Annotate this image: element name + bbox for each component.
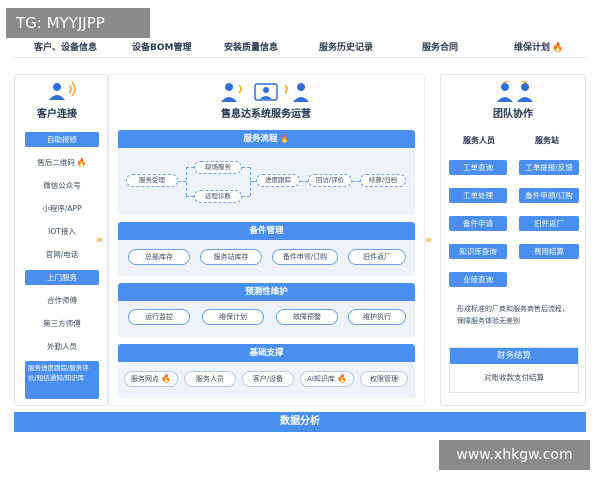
station-parts-return[interactable]: 旧件返厂: [519, 216, 579, 231]
topbar-item: 设备BOM管理: [132, 43, 192, 53]
right-col-title: 服务站: [535, 136, 559, 145]
flow-step-onsite[interactable]: 现场服务: [194, 161, 242, 174]
station-ticket-report[interactable]: 工单提报/反馈: [519, 160, 579, 175]
predict-execute[interactable]: 维护执行: [348, 309, 406, 325]
predict-monitoring[interactable]: 运行监控: [128, 309, 190, 325]
section-header: 备件管理: [118, 222, 415, 240]
topbar-item: 服务历史记录: [319, 43, 374, 53]
fire-icon: 🔥: [279, 134, 290, 143]
customer-connect-panel: 客户连接 自助报修 售后二维码🔥 微信公众号 小程序/APP IOT接入 官网/…: [14, 74, 108, 406]
flow-connector: [352, 181, 360, 182]
collaboration-icon: [221, 83, 309, 102]
topbar-item: 维保计划🔥: [514, 43, 564, 53]
predictive-maintenance-section: 预测性维护 运行监控 维保计划 故障预警 维护执行: [118, 283, 415, 337]
fire-icon: 🔥: [76, 158, 87, 167]
flow-step-tracking[interactable]: 进度跟踪: [256, 174, 300, 187]
watermark-top-left: TG: MYYJJPP: [6, 8, 150, 38]
topbar-item: 客户、设备信息: [34, 43, 98, 53]
predict-warning[interactable]: 故障预警: [276, 309, 338, 325]
staff-ticket-query[interactable]: 工单查询: [449, 160, 507, 175]
flow-step-settle[interactable]: 结算/归档: [360, 174, 406, 187]
left-item-onsite[interactable]: 上门服务: [25, 270, 99, 285]
left-item-miniapp[interactable]: 小程序/APP: [42, 204, 82, 213]
flow-connector: [186, 167, 194, 168]
parts-station-stock[interactable]: 服务站库存: [200, 249, 262, 265]
flow-step-review[interactable]: 回访/评价: [308, 174, 352, 187]
left-item-iot[interactable]: IOT接入: [48, 227, 76, 236]
fire-icon: 🔥: [336, 374, 347, 383]
user-signal-icon: [49, 81, 76, 100]
parts-hq-stock[interactable]: 总部库存: [128, 249, 190, 265]
flow-connector: [242, 167, 250, 168]
data-analysis-bar[interactable]: 数据分析: [14, 412, 586, 432]
arrow-right-icon: »: [96, 233, 104, 246]
flow-connector: [186, 167, 187, 196]
base-service-staff[interactable]: 服务人员: [184, 371, 236, 387]
predict-plan[interactable]: 维保计划: [202, 309, 264, 325]
topbar-item: 安装质量信息: [224, 43, 279, 53]
panel-title: 客户连接: [37, 109, 77, 120]
right-col-title: 服务人员: [463, 136, 495, 145]
staff-performance-query[interactable]: 业绩查询: [449, 272, 507, 287]
flow-connector: [250, 181, 256, 182]
left-item-self-repair[interactable]: 自助报修: [25, 132, 99, 147]
left-item-qrcode[interactable]: 售后二维码🔥: [37, 158, 87, 167]
staff-parts-apply[interactable]: 备件申请: [449, 216, 507, 231]
left-note: 服务进度跟踪/服务评价/短信通知/知识库: [25, 361, 99, 399]
parts-return[interactable]: 旧件返厂: [348, 249, 406, 265]
staff-ticket-handle[interactable]: 工单处理: [449, 188, 507, 203]
left-item-third-party[interactable]: 第三方师傅: [43, 319, 81, 328]
section-header: 基础支撑: [118, 344, 415, 362]
left-item-wechat[interactable]: 微信公众号: [43, 181, 81, 190]
base-support-section: 基础支撑 服务网点🔥 服务人员 客户/设备 AI知识库🔥 权限管理: [118, 344, 415, 398]
staff-knowledge-query[interactable]: 知识库查询: [449, 244, 507, 259]
finance-title: 财务结算: [450, 348, 578, 364]
parts-request-order[interactable]: 备件申领/订购: [272, 249, 338, 265]
station-fee-settle[interactable]: 费用结算: [519, 244, 579, 259]
team-sync-icon: [497, 81, 533, 102]
base-permission[interactable]: 权限管理: [360, 371, 408, 387]
watermark-bottom-right: www.xhkgw.com: [439, 440, 590, 470]
section-header: 预测性维护: [118, 283, 415, 301]
section-header: 服务流程🔥: [118, 130, 415, 148]
team-collab-panel: 团队协作 服务人员 服务站 工单查询 工单处理 备件申请 知识库查询 业绩查询 …: [440, 74, 586, 406]
left-item-field-staff[interactable]: 外勤人员: [47, 342, 77, 351]
station-parts-order[interactable]: 备件申领/订购: [519, 188, 579, 203]
top-feature-bar: 客户、设备信息 设备BOM管理 安装质量信息 服务历史记录 服务合同 维保计划🔥: [14, 36, 586, 58]
topbar-item: 服务合同: [422, 43, 459, 53]
flow-connector: [178, 181, 186, 182]
flow-step-remote[interactable]: 远程诊断: [194, 190, 242, 203]
left-item-partner-tech[interactable]: 合作师傅: [47, 296, 77, 305]
right-note: 形成标准的厂商和服务商售后流程，保障服务体验无差别: [457, 305, 569, 325]
finance-text: 对账收款支付结算: [484, 373, 544, 382]
arrow-right-icon: »: [425, 233, 433, 246]
fire-icon: 🔥: [552, 43, 564, 53]
flow-connector: [300, 181, 308, 182]
base-ai-knowledge[interactable]: AI知识库🔥: [300, 371, 354, 387]
flow-step-accept[interactable]: 服务受理: [126, 174, 178, 187]
left-item-website-phone[interactable]: 官网/电话: [45, 250, 79, 259]
service-flow-section: 服务流程🔥 服务受理 现场服务 远程诊断 进度跟踪 回访/评价 结算/归档: [118, 130, 415, 215]
base-service-outlet[interactable]: 服务网点🔥: [124, 371, 178, 387]
flow-connector: [186, 196, 194, 197]
base-customer-device[interactable]: 客户/设备: [242, 371, 294, 387]
panel-title: 售息达系统服务运营: [221, 109, 311, 120]
finance-box: 财务结算 对账收款支付结算: [449, 347, 579, 393]
flow-connector: [242, 196, 250, 197]
fire-icon: 🔥: [161, 374, 171, 383]
panel-title: 团队协作: [493, 109, 533, 120]
parts-management-section: 备件管理 总部库存 服务站库存 备件申领/订购 旧件返厂: [118, 222, 415, 276]
